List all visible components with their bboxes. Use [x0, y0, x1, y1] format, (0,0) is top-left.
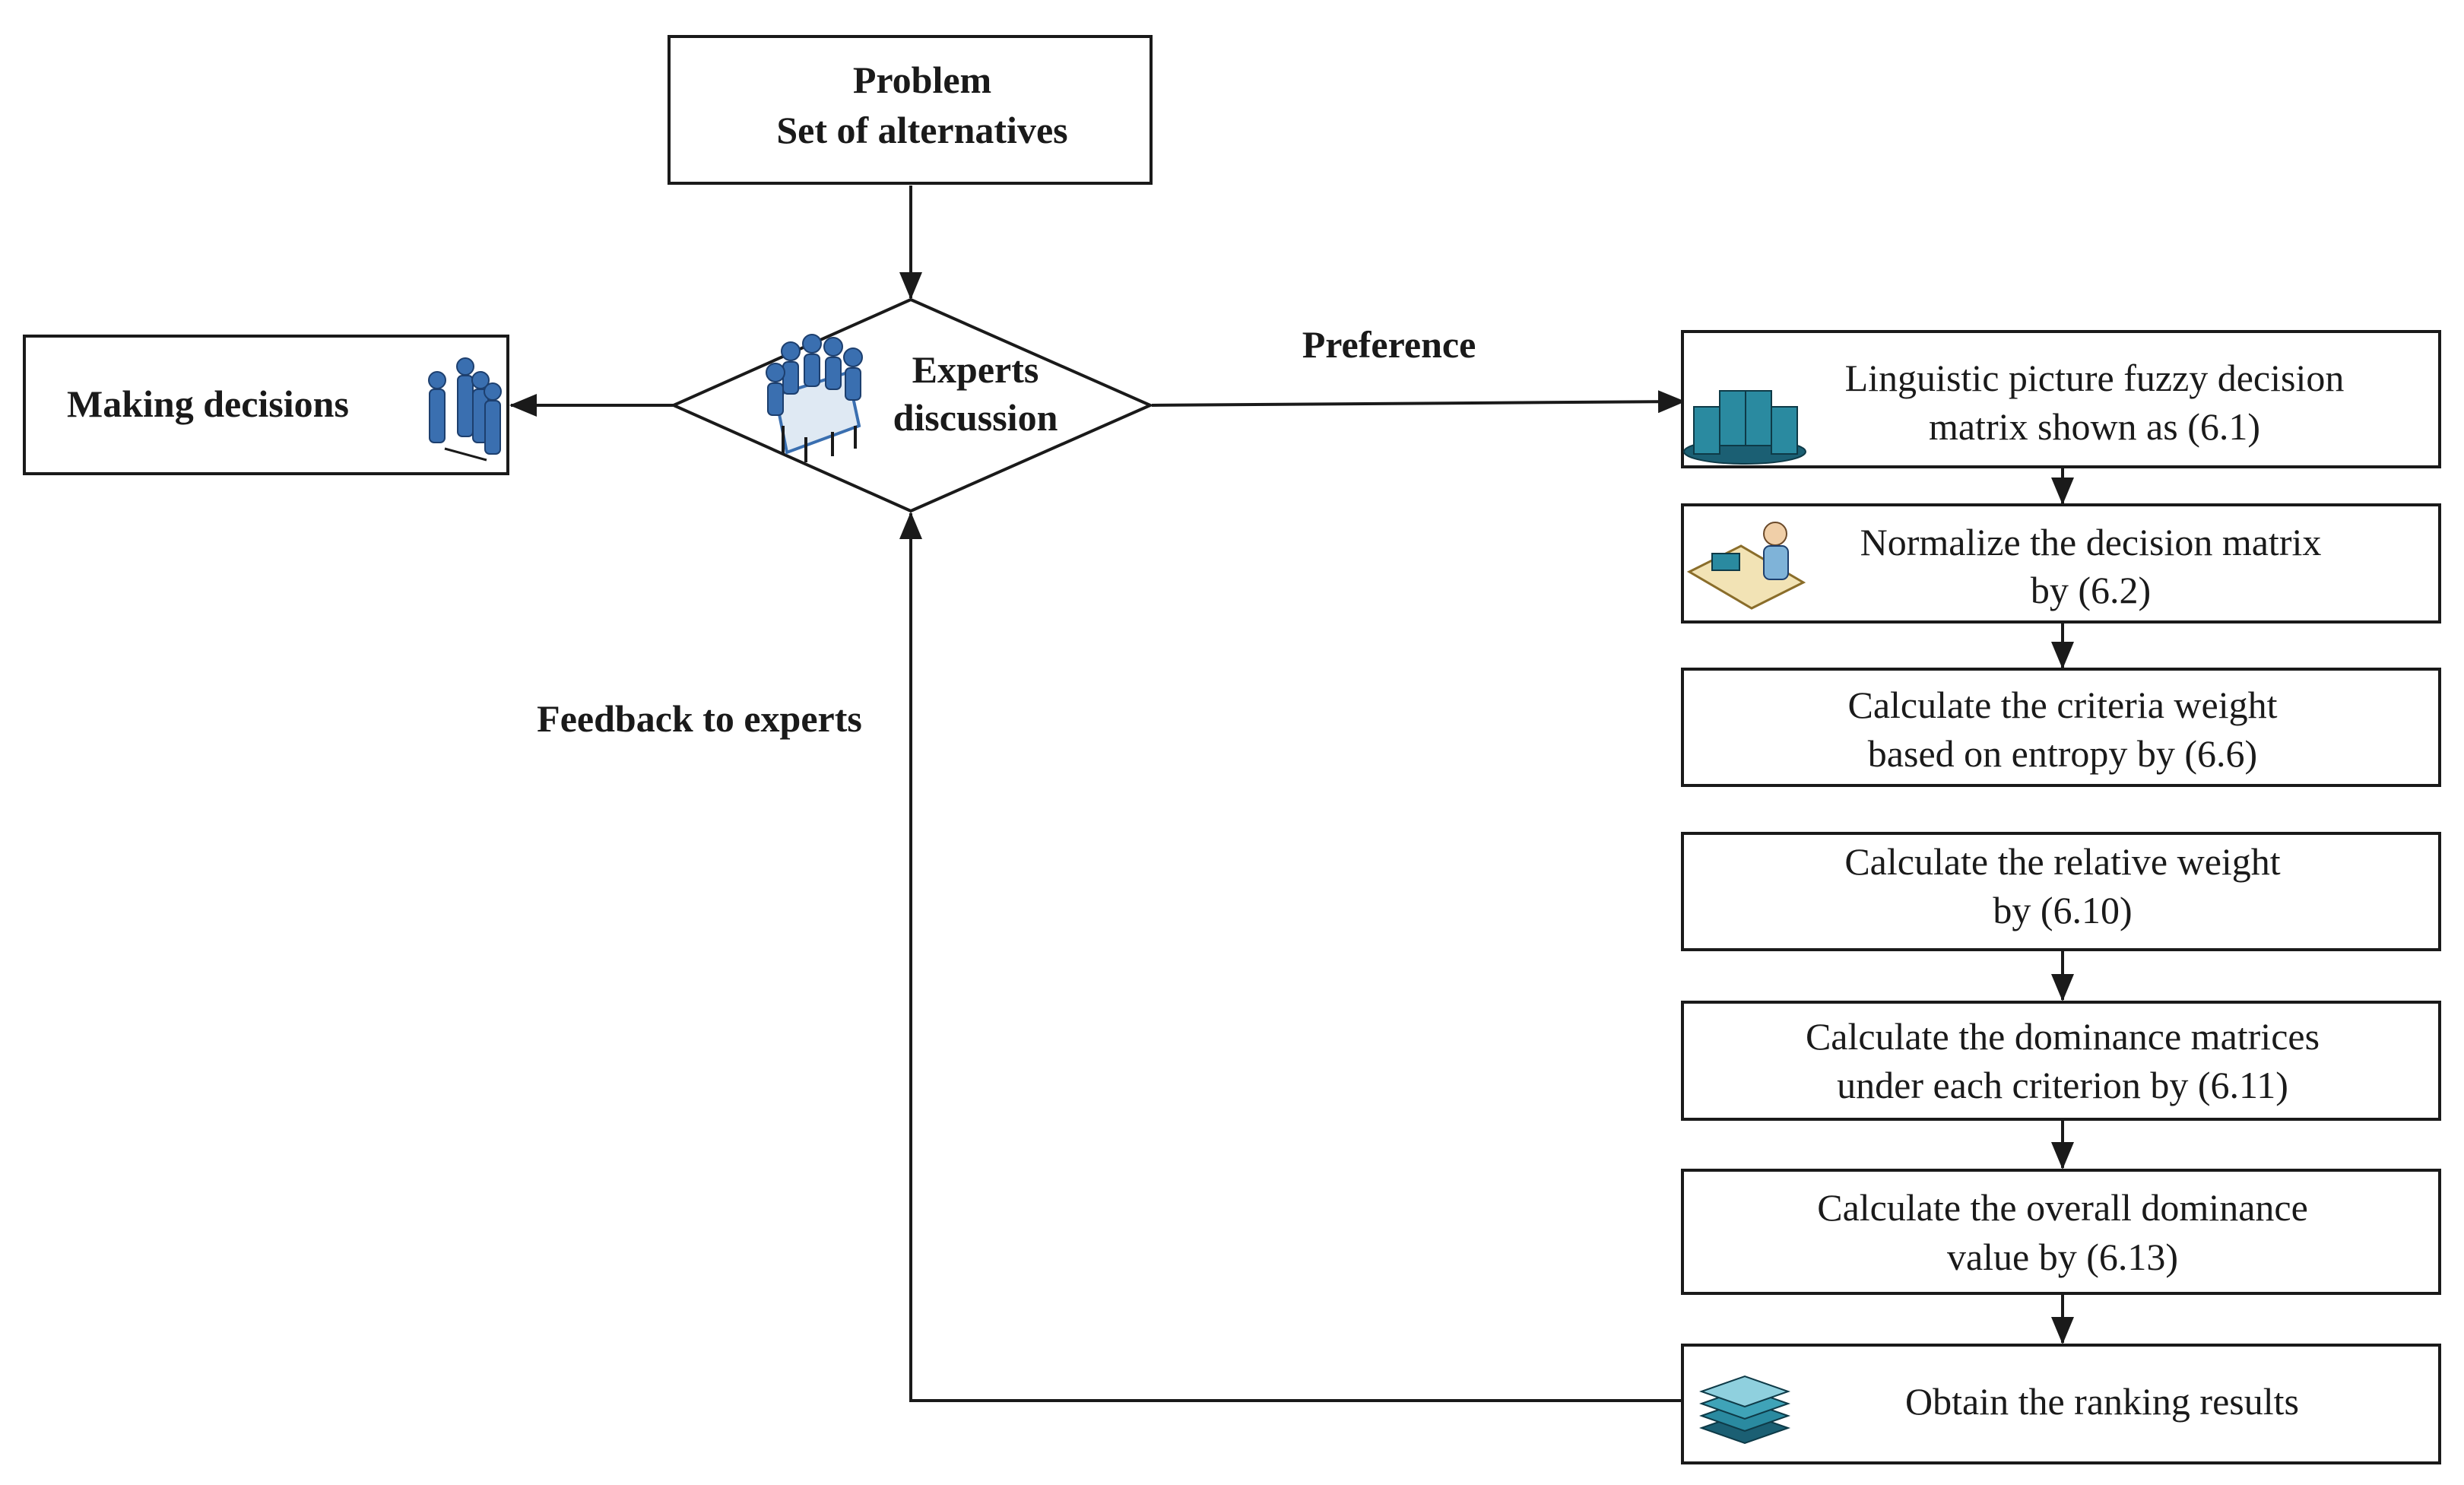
step6-line2: value by (6.13) — [1947, 1236, 2178, 1278]
step3-line1: Calculate the criteria weight — [1847, 684, 2277, 726]
step4-node: Calculate the relative weight by (6.10) — [1681, 832, 2441, 951]
step2-node: Normalize the decision matrix by (6.2) — [1681, 503, 2441, 624]
step3-line2: based on entropy by (6.6) — [1868, 732, 2257, 775]
preference-label: Preference — [1302, 323, 1476, 366]
step3-node: Calculate the criteria weight based on e… — [1681, 668, 2441, 787]
meeting-table-icon — [766, 334, 863, 462]
step2-line1: Normalize the decision matrix — [1860, 521, 2322, 563]
connectors — [509, 186, 2074, 1402]
step1-line1: Linguistic picture fuzzy decision — [1845, 357, 2345, 399]
step6-node: Calculate the overall dominance value by… — [1681, 1169, 2441, 1295]
step5-line2: under each criterion by (6.11) — [1837, 1064, 2288, 1106]
step7-label: Obtain the ranking results — [1905, 1380, 2299, 1423]
step7-node: Obtain the ranking results — [1681, 1344, 2441, 1464]
step2-line2: by (6.2) — [2031, 569, 2151, 611]
step1-line2: matrix shown as (6.1) — [1929, 405, 2260, 448]
server-icon — [1683, 390, 1806, 465]
step1-node: Linguistic picture fuzzy decision matrix… — [1681, 330, 2441, 468]
step5-line1: Calculate the dominance matrices — [1806, 1015, 2320, 1058]
making-decisions-label: Making decisions — [67, 382, 349, 425]
step5-node: Calculate the dominance matrices under e… — [1681, 1001, 2441, 1121]
stacked-layers-icon — [1698, 1375, 1791, 1445]
arrow-feedback — [899, 512, 1682, 1402]
step4-line2: by (6.10) — [1993, 889, 2132, 931]
step6-line1: Calculate the overall dominance — [1817, 1186, 2308, 1229]
making-decisions-node: Making decisions — [23, 335, 509, 475]
problem-line2: Set of alternatives — [776, 109, 1067, 151]
problem-line1: Problem — [853, 59, 991, 101]
problem-node: Problem Set of alternatives — [668, 35, 1153, 185]
step4-line1: Calculate the relative weight — [1844, 840, 2280, 883]
experts-line1: Experts — [912, 348, 1039, 391]
feedback-label: Feedback to experts — [537, 697, 862, 740]
experts-line2: discussion — [893, 396, 1058, 439]
people-group-icon — [428, 357, 502, 462]
desk-worker-icon — [1686, 522, 1806, 610]
experts-node: Experts discussion — [670, 297, 1154, 513]
arrow-preference — [1151, 390, 1685, 414]
